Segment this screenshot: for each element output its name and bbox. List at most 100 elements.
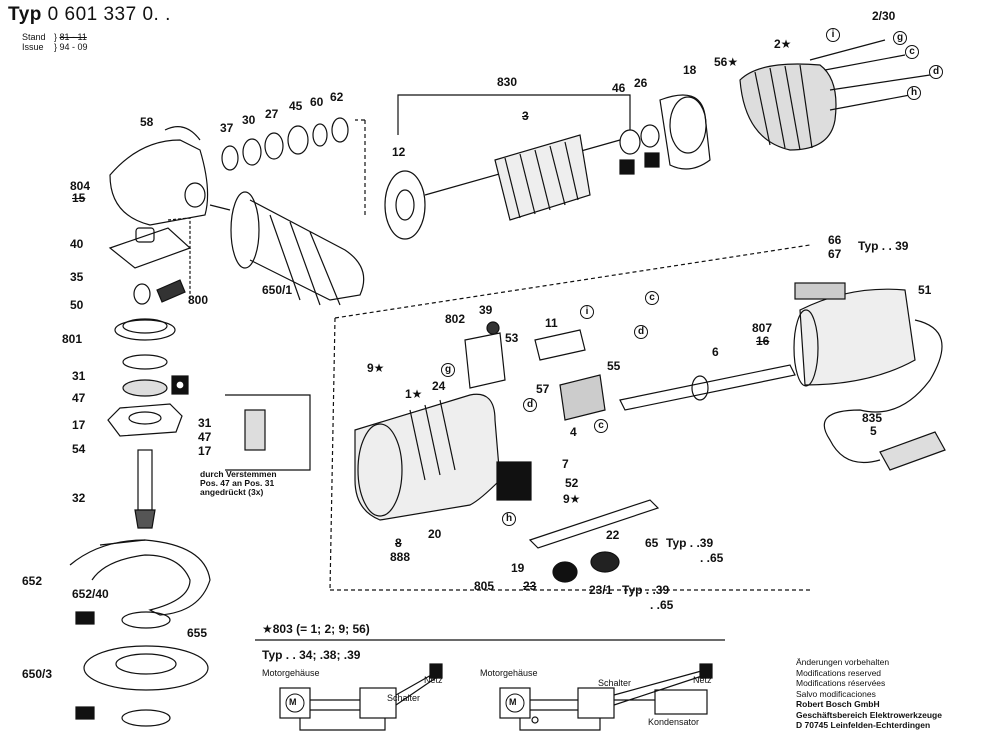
inset-part-label: 47 (198, 430, 212, 444)
part-label: 31 (72, 369, 86, 383)
part-label: 15 (72, 191, 86, 205)
part-label: 650/3 (22, 667, 53, 681)
part-label: 9★ (563, 492, 581, 506)
type-note: Typ . .39 (666, 536, 714, 550)
part-label: 53 (505, 331, 519, 345)
part-label: 7 (562, 457, 569, 471)
type-note: Typ . .39 (622, 583, 670, 597)
inset-note: durch Verstemmen Pos. 47 an Pos. 31 ange… (200, 469, 277, 497)
part-label: 805 (474, 579, 495, 593)
mains-label: Netz (693, 675, 712, 685)
part-label: 800 (188, 293, 209, 307)
part-label: 24 (432, 379, 446, 393)
part-label: 51 (918, 283, 932, 297)
part-label: 16 (756, 334, 770, 348)
type-note: Typ . . 39 (858, 239, 909, 253)
wire-marker-g: g (441, 363, 455, 377)
revision-info: Stand} 81 - 11 Issue} 94 - 09 (22, 32, 88, 52)
motor-symbol: M (289, 697, 297, 707)
issue-label: Issue (22, 42, 44, 52)
part-label: 40 (70, 237, 84, 251)
wire-marker-i: i (826, 28, 840, 42)
part-label: 66 (828, 233, 842, 247)
wire-marker-c: c (645, 291, 659, 305)
part-label: 50 (70, 298, 84, 312)
wire-marker-h: h (502, 512, 516, 526)
switch-label: Schalter (598, 678, 632, 688)
part-label: 9★ (367, 361, 385, 375)
wire-marker-d: d (929, 65, 943, 79)
type-note: . .65 (650, 598, 674, 612)
switch-label: Schalter (387, 693, 421, 703)
gear-housing-shape (109, 139, 209, 226)
motor-housing-label: Motorgehäuse (262, 668, 320, 678)
part-label: 26 (634, 76, 648, 90)
wire-marker-d: d (634, 325, 648, 339)
part-label: 6 (712, 345, 719, 359)
typ-value: 0 601 337 0. . (47, 4, 171, 25)
inset-part-label: 31 (198, 416, 212, 430)
wire-marker-g: g (893, 31, 907, 45)
part-label: 27 (265, 107, 279, 121)
part-label: 652 (22, 574, 43, 588)
part-label: 22 (606, 528, 620, 542)
part-label: 1★ (405, 387, 423, 401)
kit-legend: ★803 (= 1; 2; 9; 56) (262, 622, 370, 636)
part-label: 52 (565, 476, 579, 490)
part-label: 835 (862, 411, 883, 425)
part-label: 17 (72, 418, 86, 432)
motor-housing-label: Motorgehäuse (480, 668, 538, 678)
part-label: 62 (330, 90, 344, 104)
publisher-block: Änderungen vorbehalten Modifications res… (796, 657, 942, 730)
issue-value: 94 - 09 (59, 42, 88, 52)
part-label: 65 (645, 536, 659, 550)
part-label: 804 (70, 179, 91, 193)
part-label: 39 (479, 303, 493, 317)
capacitor-label: Kondensator (648, 717, 700, 727)
part-label: 802 (445, 312, 466, 326)
part-label: 57 (536, 382, 550, 396)
wire-marker-d: d (523, 398, 537, 412)
type-number: Typ 0 601 337 0. . (8, 4, 171, 26)
part-label: 45 (289, 99, 303, 113)
part-label: 18 (683, 63, 697, 77)
part-label: 67 (828, 247, 842, 261)
wire-marker-h: h (907, 86, 921, 100)
wire-marker-c: c (594, 419, 608, 433)
part-label: 830 (497, 75, 518, 89)
part-label: 23 (523, 579, 537, 593)
part-label: 55 (607, 359, 621, 373)
part-label: 58 (140, 115, 154, 129)
wiring-type-note: Typ . . 34; .38; .39 (262, 648, 361, 662)
motor-symbol: M (509, 697, 517, 707)
part-label: 47 (72, 391, 86, 405)
part-label: 888 (390, 550, 411, 564)
mains-label: Netz (424, 675, 443, 685)
part-label: 12 (392, 145, 406, 159)
part-label: 652/40 (72, 587, 109, 601)
part-label: 56★ (714, 55, 739, 69)
part-label: 807 (752, 321, 773, 335)
stand-value: 81 - 11 (59, 32, 87, 42)
part-label: 11 (545, 316, 558, 330)
part-label: 32 (72, 491, 86, 505)
part-label: 2/30 (872, 9, 896, 23)
part-label: 2★ (774, 37, 792, 51)
part-label: 5 (870, 424, 877, 438)
wire-marker-i: i (580, 305, 594, 319)
part-label: 46 (612, 81, 626, 95)
part-label: 8 (395, 536, 402, 550)
part-label: 801 (62, 332, 83, 346)
part-label: 20 (428, 527, 442, 541)
document-header: Typ 0 601 337 0. . Stand} 81 - 11 Issue}… (8, 4, 171, 52)
stand-label: Stand (22, 32, 46, 42)
wire-marker-c: c (905, 45, 919, 59)
part-label: 35 (70, 270, 84, 284)
part-label: 54 (72, 442, 86, 456)
part-label: 650/1 (262, 283, 293, 297)
type-note: . .65 (700, 551, 724, 565)
part-label: 655 (187, 626, 208, 640)
part-label: 4 (570, 425, 577, 439)
inset-part-label: 17 (198, 444, 212, 458)
